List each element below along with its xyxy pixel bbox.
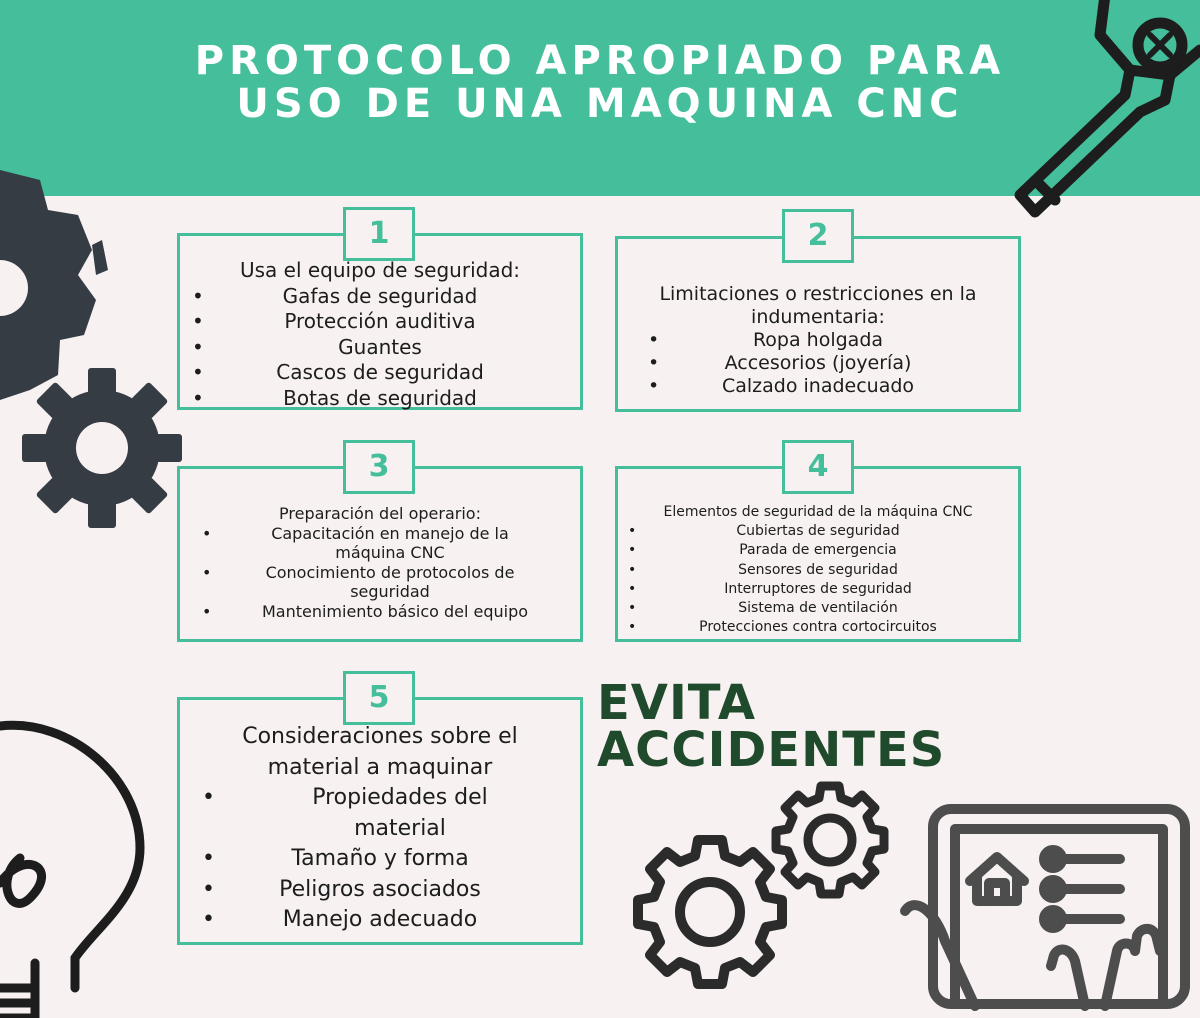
gear-icon <box>22 368 182 528</box>
card-number-badge: 5 <box>343 671 415 725</box>
callout-line-1: EVITA <box>597 675 756 731</box>
list-item: •Protección auditiva <box>192 309 476 333</box>
list-item: •Peligros asociados <box>202 876 481 902</box>
card-list: •Cubiertas de seguridad •Parada de emerg… <box>618 522 1018 637</box>
list-item: •Protecciones contra cortocircuitos <box>628 619 937 636</box>
list-item: •Parada de emergencia <box>628 542 897 559</box>
list-item: •Interruptores de seguridad <box>628 580 912 597</box>
callout-text: EVITA ACCIDENTES <box>597 675 946 778</box>
list-item: •Calzado inadecuado <box>648 375 915 397</box>
card-3: Preparación del operario: •Capacitación … <box>177 466 583 642</box>
card-heading: Preparación del operario: <box>279 504 481 523</box>
lightbulb-icon <box>0 720 145 1018</box>
list-item: •Botas de seguridad <box>192 385 477 410</box>
list-item: •Gafas de seguridad <box>192 283 478 308</box>
header-banner <box>0 0 1200 196</box>
card-2: Limitaciones o restricciones en la indum… <box>615 236 1021 412</box>
title-line-2: USO DE UNA MAQUINA CNC <box>236 81 964 127</box>
gear-icon <box>633 835 787 989</box>
card-heading: Usa el equipo de seguridad: <box>239 258 521 282</box>
card-heading: Consideraciones sobre el material a maqu… <box>242 724 518 780</box>
card-number-badge: 1 <box>343 207 415 261</box>
wrench-icon <box>1014 0 1200 218</box>
page-title: PROTOCOLO APROPIADO PARA USO DE UNA MAQU… <box>0 40 1200 126</box>
card-number-badge: 4 <box>782 440 854 494</box>
list-item: •Sensores de seguridad <box>628 561 898 578</box>
list-item: •Propiedades del material <box>202 785 488 841</box>
list-item: •Conocimiento de protocolos de seguridad <box>202 562 515 602</box>
card-list: •Capacitación en manejo de la máquina CN… <box>180 524 580 622</box>
list-item: •Manejo adecuado <box>202 907 478 932</box>
card-number-badge: 2 <box>782 209 854 263</box>
card-heading: Elementos de seguridad de la máquina CNC <box>663 504 973 520</box>
gear-icon <box>0 170 108 400</box>
list-item: •Capacitación en manejo de la máquina CN… <box>202 523 509 563</box>
card-number-badge: 3 <box>343 440 415 494</box>
card-5: Consideraciones sobre el material a maqu… <box>177 697 583 945</box>
card-list: •Ropa holgada •Accesorios (joyería) •Cal… <box>618 329 1018 398</box>
card-list: •Gafas de seguridad •Protección auditiva… <box>180 284 580 412</box>
list-item: •Accesorios (joyería) <box>648 352 912 374</box>
list-item: •Mantenimiento básico del equipo <box>202 601 529 621</box>
card-4: Elementos de seguridad de la máquina CNC… <box>615 466 1021 642</box>
list-item: •Ropa holgada <box>648 329 884 351</box>
list-item: •Sistema de ventilación <box>628 600 898 617</box>
card-list: •Propiedades del material •Tamaño y form… <box>180 783 580 936</box>
gear-icon <box>771 781 889 899</box>
list-item: •Guantes <box>192 334 422 359</box>
list-item: •Cascos de seguridad <box>192 360 484 384</box>
title-line-1: PROTOCOLO APROPIADO PARA <box>194 38 1006 84</box>
card-heading: Limitaciones o restricciones en la indum… <box>659 283 977 328</box>
tablet-settings-icon <box>900 804 1190 1011</box>
callout-line-2: ACCIDENTES <box>597 722 946 778</box>
list-item: •Tamaño y forma <box>202 846 469 871</box>
list-item: •Cubiertas de seguridad <box>628 523 900 540</box>
